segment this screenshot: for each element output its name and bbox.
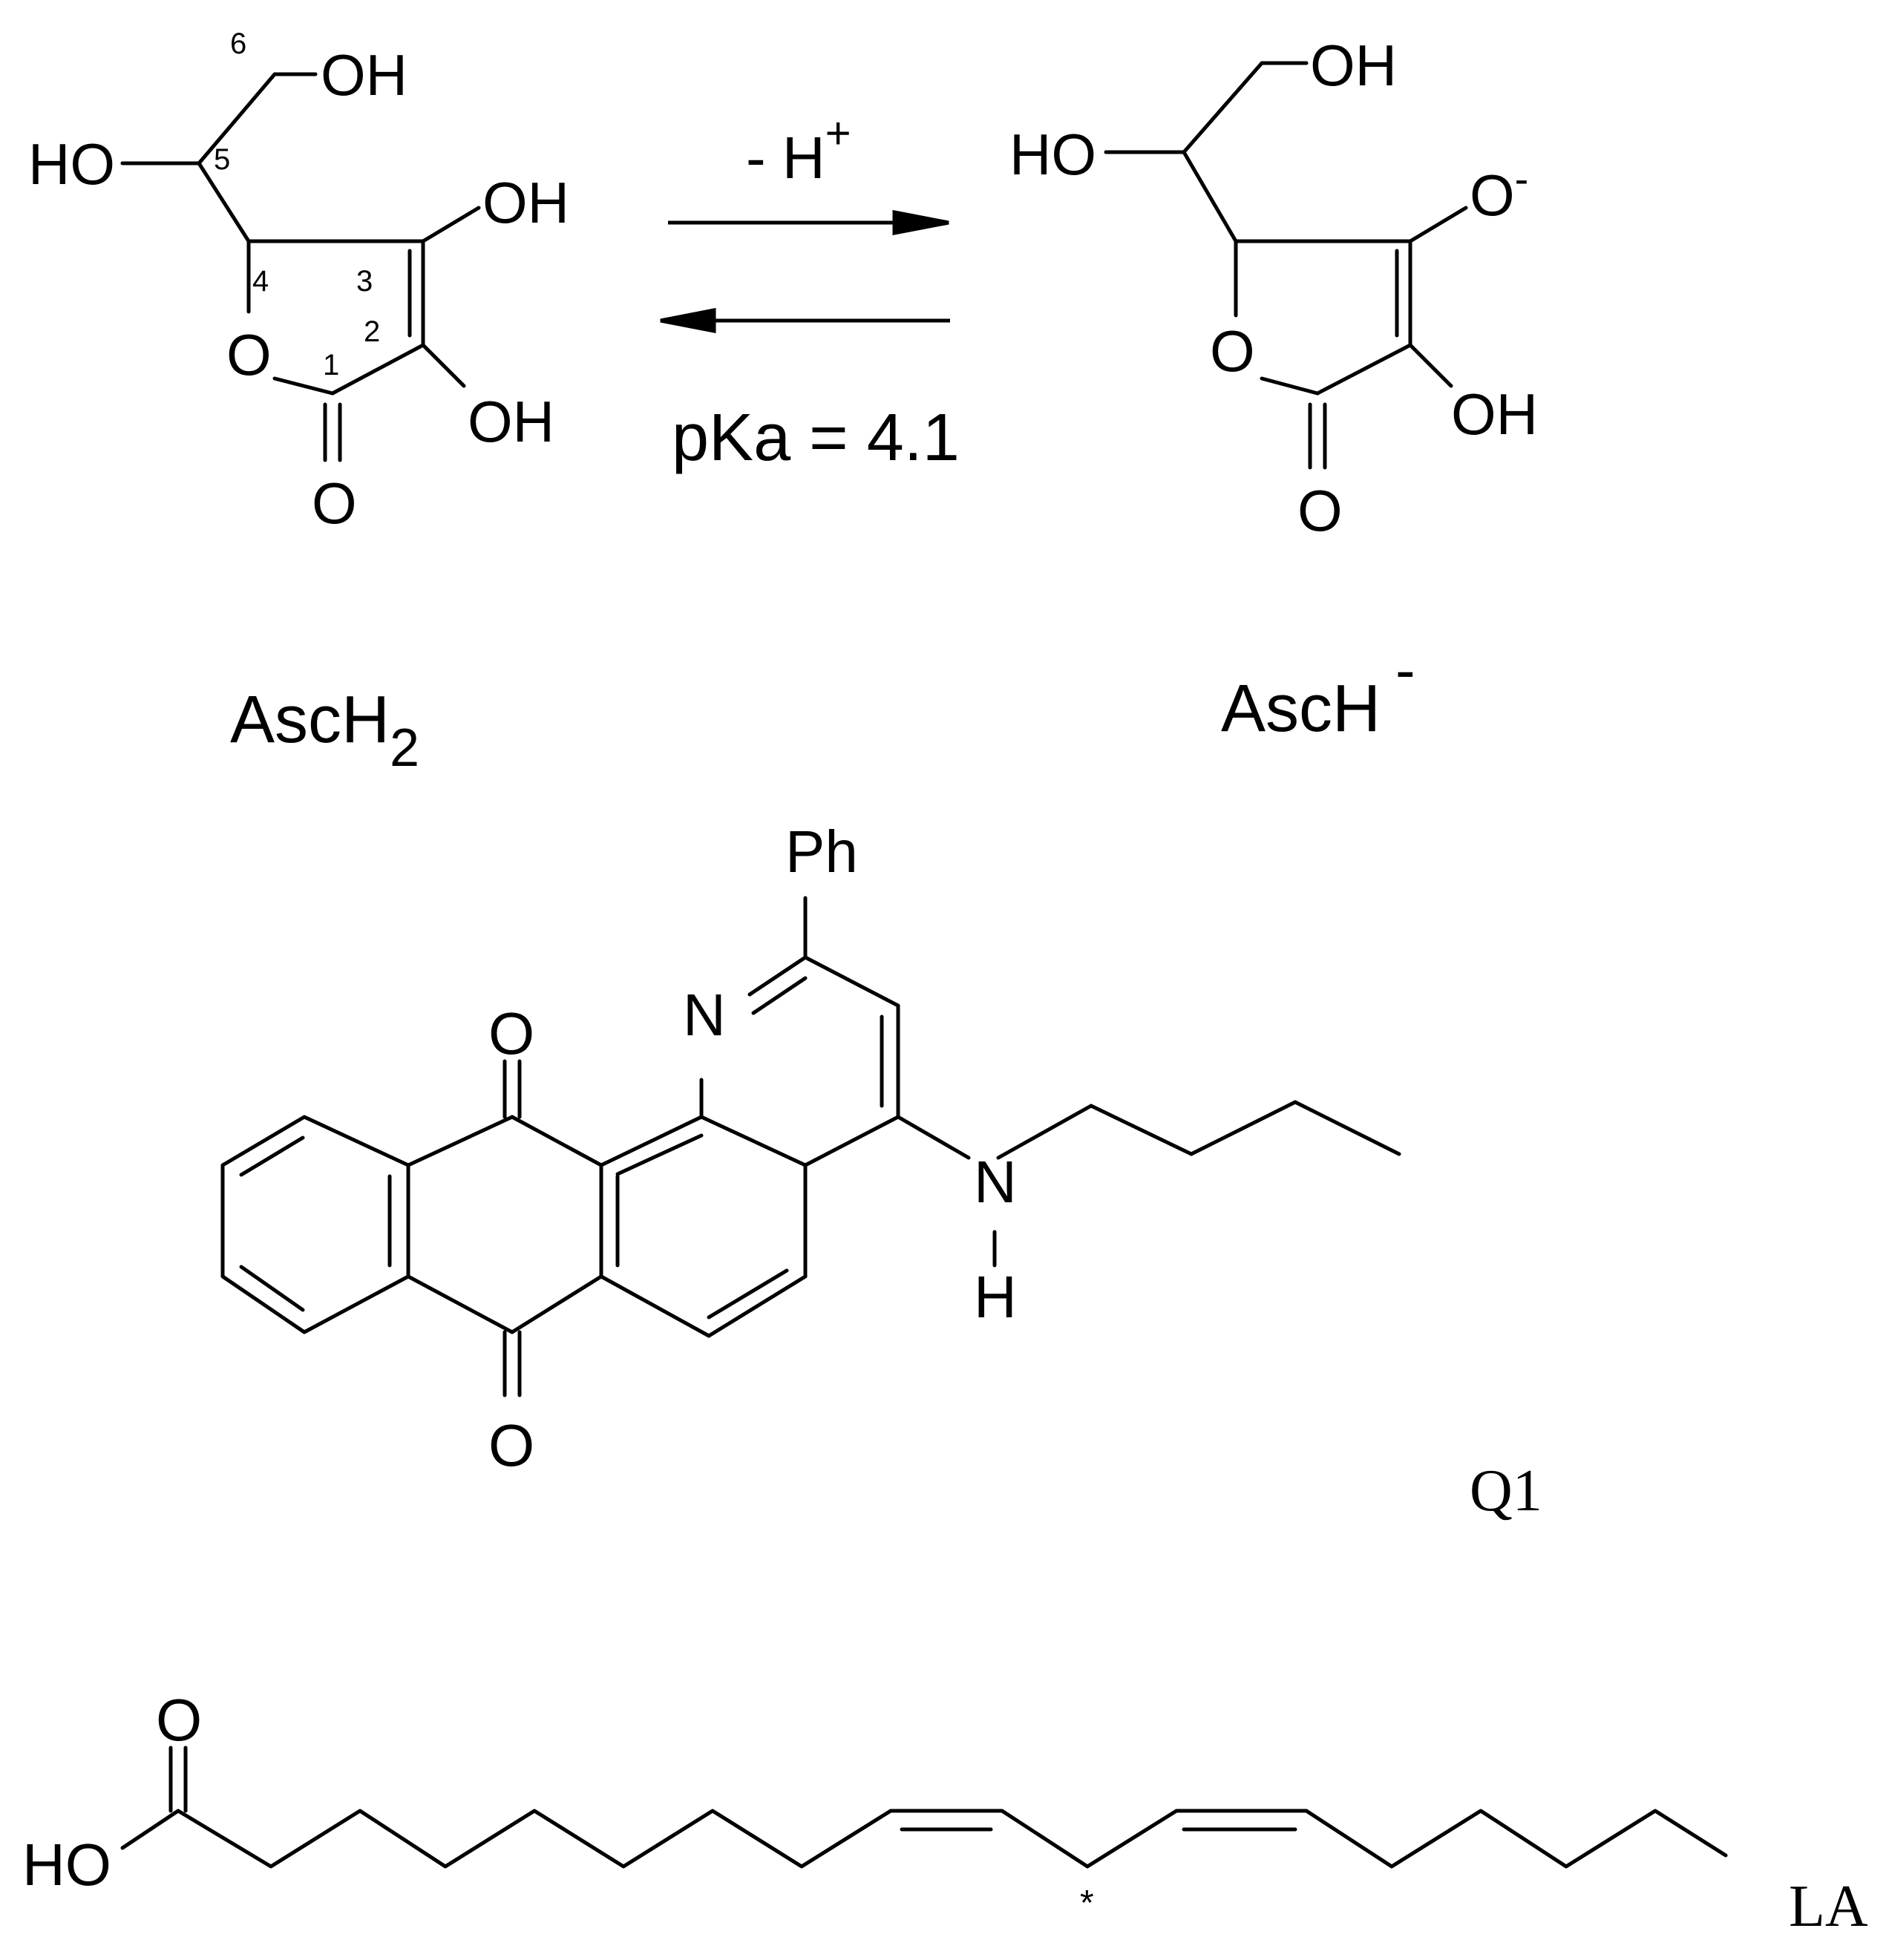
- la-name: LA: [1789, 1874, 1868, 1939]
- bond: [747, 955, 808, 997]
- atom-label: HO: [22, 1832, 111, 1898]
- locant: 2: [364, 315, 380, 348]
- bond: [421, 206, 481, 243]
- bond: [707, 1268, 789, 1320]
- bond: [330, 343, 425, 396]
- bond: [1408, 206, 1468, 243]
- asch-atoms: OH HO O- OH O O: [1009, 33, 1538, 543]
- locant: 5: [214, 143, 230, 176]
- bond: [599, 1274, 711, 1338]
- reagent-label: - H+: [746, 108, 851, 191]
- bond: [1408, 343, 1453, 388]
- asch-name: AscH-: [1221, 637, 1415, 746]
- pka-label: pKa = 4.1: [672, 401, 960, 475]
- q1-atoms: Ph N O O N H: [488, 819, 1017, 1478]
- q1-name: Q1: [1470, 1458, 1542, 1524]
- bond: [197, 72, 277, 165]
- bond: [996, 1104, 1093, 1160]
- la-structure: [120, 1746, 1728, 1869]
- locant: 3: [356, 265, 373, 298]
- reverse-arrow-head: [660, 307, 716, 334]
- asch2-name: AscH2: [230, 683, 419, 778]
- atom-label: O: [312, 471, 357, 536]
- atom-label: OH: [321, 42, 407, 108]
- atom-label: O: [488, 1000, 534, 1066]
- atom-label: N: [974, 1149, 1017, 1215]
- bond: [272, 376, 335, 396]
- atom-label: OH: [1451, 381, 1538, 447]
- locant: 6: [230, 27, 246, 60]
- bond: [803, 955, 900, 1008]
- atom-label: OH: [1310, 33, 1397, 98]
- atom-label: O-: [1470, 155, 1528, 228]
- asch2-structure: [120, 72, 481, 462]
- atom-label: O: [488, 1412, 534, 1478]
- bond: [406, 1274, 514, 1334]
- bond: [120, 1809, 180, 1850]
- atom-label: Ph: [785, 819, 858, 885]
- bond: [896, 1115, 971, 1160]
- atom-label: H: [974, 1264, 1017, 1330]
- la-atoms: O HO: [22, 1687, 202, 1898]
- atom-label: O: [1297, 478, 1343, 543]
- bond: [615, 1133, 704, 1176]
- bond: [699, 1115, 808, 1167]
- bond: [1260, 376, 1320, 396]
- bond: [1182, 150, 1238, 243]
- atom-label: HO: [1009, 122, 1096, 187]
- bond: [1089, 1104, 1194, 1156]
- bond: [510, 1274, 603, 1334]
- bond: [1315, 343, 1412, 396]
- atom-label: N: [683, 982, 726, 1048]
- bis-allylic-star: *: [1080, 1884, 1094, 1923]
- atom-label: O: [1210, 318, 1255, 384]
- bond: [421, 343, 466, 388]
- benzene-ring: [220, 1115, 410, 1334]
- asch-structure: [1104, 61, 1468, 470]
- q1-structure: [220, 896, 1401, 1397]
- bond: [1189, 1100, 1297, 1156]
- atom-label: O: [226, 322, 272, 387]
- atom-label: O: [156, 1687, 202, 1753]
- bond: [239, 1135, 305, 1177]
- carbon-chain: [176, 1809, 1728, 1869]
- bond: [1182, 61, 1264, 154]
- bond: [599, 1115, 704, 1167]
- atom-label: OH: [468, 389, 554, 454]
- asch2-locants: 6 5 4 3 2 1: [214, 27, 380, 381]
- bond: [406, 1115, 514, 1167]
- bond: [707, 1274, 808, 1338]
- locant: 1: [323, 349, 339, 381]
- asch2-atoms: OH HO OH OH O O: [28, 42, 569, 536]
- bond: [197, 161, 251, 243]
- bond: [510, 1115, 603, 1167]
- bond: [239, 1265, 305, 1312]
- atom-label: HO: [28, 131, 115, 197]
- atom-label: OH: [482, 170, 569, 235]
- forward-arrow-head: [892, 209, 949, 236]
- bond: [751, 976, 808, 1015]
- locant: 4: [252, 265, 269, 298]
- bond: [1293, 1100, 1401, 1156]
- equilibrium-arrows: [660, 209, 950, 334]
- bond: [803, 1115, 900, 1167]
